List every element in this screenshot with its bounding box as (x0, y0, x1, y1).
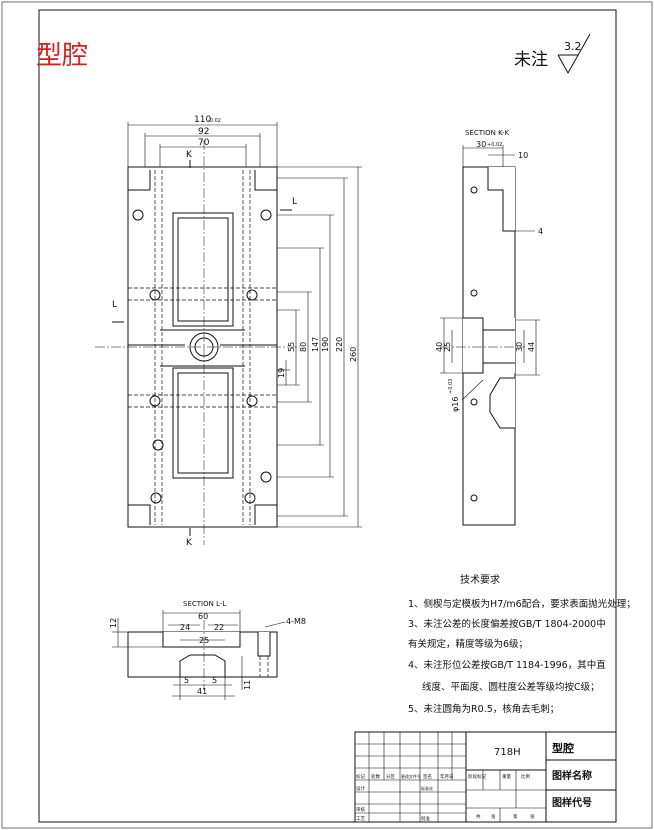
ll-thread: 4-M8 (286, 617, 306, 626)
tech-req-title: 技术要求 (460, 573, 500, 586)
drawing-code-label: 图样代号 (552, 796, 592, 809)
ll-dim-24: 24 (180, 623, 190, 632)
dim-147: 147 (311, 337, 320, 352)
tb-label-sign: 签名 (423, 773, 432, 780)
tb-label-weight: 重量 (502, 773, 511, 780)
section-arrows (112, 160, 292, 536)
section-kk (440, 166, 525, 526)
tb-label-sheets: 张 (491, 813, 496, 820)
tb-label-total: 共 (476, 813, 481, 820)
tech-req-item-4: 4、未注形位公差按GB/T 1184-1996，其中直 (408, 659, 606, 671)
kk-dim-30-right: 30 (515, 342, 524, 352)
section-ll (127, 620, 278, 690)
tb-label-mark: 标记 (356, 773, 365, 780)
section-ll-dims (112, 610, 286, 700)
dim-70: 70 (198, 138, 210, 148)
tb-label-date: 年月日 (440, 773, 454, 780)
ll-dim-11: 11 (243, 680, 252, 690)
front-view (95, 140, 300, 545)
tb-label-change: 更改文件号 (401, 773, 421, 779)
kk-dim-30: 30 (476, 140, 486, 149)
section-ll-title: SECTION L-L (183, 600, 226, 608)
dim-92: 92 (198, 127, 209, 137)
kk-bore-tol: +0.03 (448, 379, 454, 394)
tb-label-scale: 比例 (521, 773, 530, 780)
dim-80: 80 (299, 342, 308, 352)
front-dims-top (127, 122, 278, 167)
dim-19: 19 (277, 368, 286, 378)
section-mark-k-bottom: K (186, 538, 193, 548)
dim-190: 190 (321, 337, 330, 352)
tech-req-item-6: 5、未注圆角为R0.5，核角去毛刺； (408, 703, 559, 715)
dim-110: 110 (194, 115, 211, 125)
tb-label-stage: 阶段标记 (468, 773, 486, 780)
drawing-name-label: 图样名称 (552, 769, 592, 782)
dim-220: 220 (335, 337, 344, 352)
ll-dim-25: 25 (199, 636, 209, 645)
inner-border (38, 9, 617, 823)
tb-label-sheet: 张 (530, 813, 535, 820)
kk-dim-10: 10 (518, 151, 528, 160)
section-mark-l-right: L (292, 197, 297, 207)
dim-55: 55 (287, 342, 296, 352)
title-block (354, 731, 617, 823)
kk-dim-top-tol: +0.02 (487, 142, 502, 148)
tech-req-item-5: 线度、平面度、圆柱度公差等级均按C级； (422, 681, 600, 693)
tb-label-no: 第 (513, 813, 518, 820)
part-name: 型腔 (552, 741, 574, 755)
section-mark-l-left: L (112, 300, 117, 310)
ll-dim-12: 12 (109, 618, 118, 628)
roughness-value: 3.2 (564, 40, 582, 53)
kk-dim-4: 4 (538, 227, 543, 236)
section-mark-k-top: K (186, 150, 193, 160)
ll-dim-5-right: 5 (212, 676, 217, 685)
tb-label-std: 标准化 (421, 785, 433, 791)
part-code: 718H (494, 747, 521, 758)
tb-label-process: 工艺 (356, 816, 365, 822)
ll-dim-22: 22 (214, 623, 224, 632)
tb-label-design: 设计 (356, 785, 365, 792)
kk-dim-25: 25 (443, 342, 452, 352)
tech-req-item-3: 有关规定，精度等级为6级； (408, 638, 528, 650)
dim-tol-110: -0.02 (208, 118, 221, 124)
kk-bore-dim: φ16 (451, 397, 460, 412)
section-kk-title: SECTION K-K (465, 129, 509, 137)
section-kk-dims (440, 145, 540, 401)
tb-label-count: 处数 (371, 773, 380, 780)
tech-req-item-1: 1、侧楔与定模板为H7/m6配合，要求表面抛光处理； (408, 598, 636, 610)
tb-label-review: 审核 (356, 806, 365, 813)
kk-dim-40: 40 (435, 342, 444, 352)
ll-dim-60: 60 (198, 612, 208, 621)
tb-label-zone: 分区 (386, 773, 395, 780)
roughness-icon (557, 33, 591, 75)
surface-note-label: 未注 (514, 50, 548, 70)
page-title: 型腔 (36, 41, 88, 71)
kk-dim-44: 44 (527, 342, 536, 352)
ll-dim-41: 41 (197, 687, 207, 696)
ll-dim-5-left: 5 (184, 676, 189, 685)
tech-req-item-2: 3、未注公差的长度偏差按GB/T 1804-2000中 (408, 618, 606, 630)
dim-260: 260 (349, 347, 358, 362)
tb-label-approve: 批准 (421, 815, 430, 822)
front-dims-right (277, 166, 362, 528)
